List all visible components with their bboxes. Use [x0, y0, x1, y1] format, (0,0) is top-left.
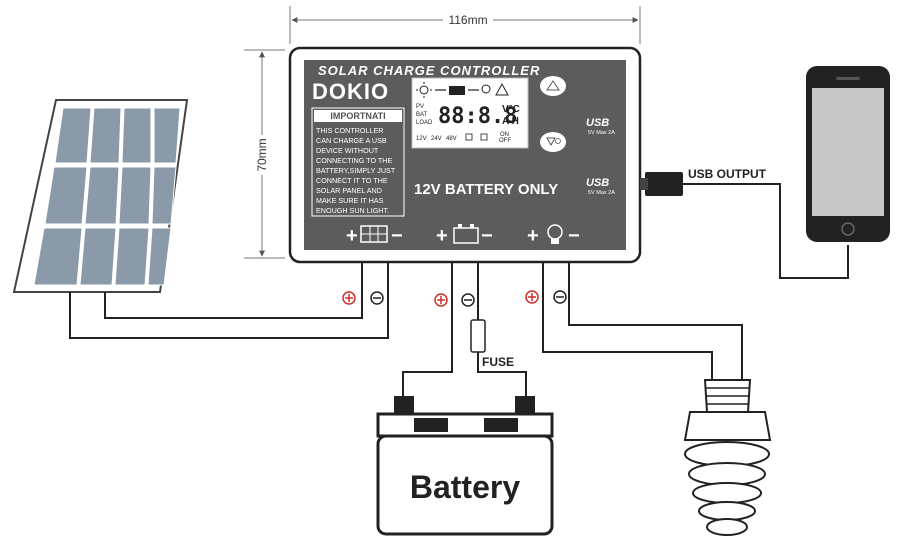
battery-negative-marker	[461, 293, 475, 307]
lcd-unit-bottom: A H	[502, 116, 519, 127]
warning-icon	[495, 82, 509, 96]
battery-only-notice: 12V BATTERY ONLY	[414, 181, 558, 198]
usb-rating: 5V Max 2A	[588, 190, 615, 196]
usb-port-1[interactable]: USB 5V Max 2A	[586, 117, 615, 136]
home-button-icon	[841, 222, 855, 236]
controller-title: SOLAR CHARGE CONTROLLER	[318, 63, 540, 78]
width-label: 116mm	[448, 13, 487, 27]
sun-icon	[416, 82, 432, 98]
usb-port-2[interactable]: USB 5V Max 2A	[586, 177, 615, 196]
notice-line: MAKE SURE IT HAS	[316, 196, 384, 205]
notice-title: IMPORTNATI	[330, 111, 385, 121]
select-button[interactable]	[540, 132, 566, 152]
notice-line: DEVICE WITHOUT	[316, 146, 379, 155]
notice-line: ENOUGH SUN LIGHT.	[316, 206, 389, 215]
usb-logo: USB	[586, 117, 609, 129]
solar-panel	[12, 99, 189, 293]
lcd-on-label: ON	[500, 132, 509, 138]
height-dimension: 70mm	[244, 49, 285, 259]
terminal-minus: −	[391, 225, 403, 247]
lcd-voltage-label: 48V	[446, 136, 457, 142]
terminal-plus: +	[527, 225, 539, 247]
timer-icon	[465, 133, 473, 141]
bulb-icon	[481, 84, 491, 94]
notice-box: IMPORTNATI THIS CONTROLLER CAN CHARGE A …	[311, 107, 405, 217]
usb-rating: 5V Max 2A	[588, 130, 615, 136]
solar-cells	[33, 107, 181, 286]
notice-line: CONNECTING TO THE	[316, 156, 392, 165]
smartphone	[806, 66, 890, 242]
load-positive-marker	[525, 290, 539, 304]
down-arrow-icon	[546, 137, 556, 147]
lcd-off-label: OFF	[499, 138, 511, 144]
timer-icon	[480, 133, 488, 141]
menu-button[interactable]	[540, 76, 566, 96]
terminal-minus: −	[481, 225, 493, 247]
cfl-light-bulb	[683, 379, 772, 536]
battery-icon	[449, 86, 465, 95]
menu-warning-icon	[546, 80, 560, 91]
width-dimension: 116mm	[289, 6, 641, 44]
solar-terminal: + −	[346, 225, 403, 247]
notice-line: THIS CONTROLLER	[316, 126, 384, 135]
lcd-row-label: PV	[416, 104, 424, 110]
battery-outline-icon	[453, 227, 479, 244]
load-negative-marker	[553, 290, 567, 304]
notice-line: CAN CHARGE A USB	[316, 136, 387, 145]
lcd-voltage-label: 12V	[416, 136, 427, 142]
battery-positive-marker	[434, 293, 448, 307]
battery-label: Battery	[410, 469, 520, 505]
charge-controller: SOLAR CHARGE CONTROLLER DOKIO IMPORTNATI…	[288, 46, 642, 264]
height-label: 70mm	[255, 138, 269, 171]
lcd-display: PV BAT LOAD 88:8.8 V°C A H 12V 24V 48V O…	[411, 77, 529, 149]
battery: Battery	[376, 396, 554, 536]
usb-plug	[640, 172, 683, 196]
solar-negative-marker	[370, 291, 384, 305]
notice-line: SOLAR PANEL AND	[316, 186, 382, 195]
terminal-plus: +	[346, 225, 358, 247]
battery-terminal: + −	[436, 224, 493, 247]
lcd-digits: 88:8.8	[438, 104, 517, 129]
solar-positive-marker	[342, 291, 356, 305]
bulb-small-icon	[555, 138, 561, 144]
usb-output-label: USB OUTPUT	[688, 167, 767, 181]
fuse-label: FUSE	[482, 355, 514, 369]
usb-logo: USB	[586, 177, 609, 189]
lcd-row-label: LOAD	[416, 120, 433, 126]
notice-line: BATTERY,SIMPLY JUST	[316, 166, 396, 175]
lcd-voltage-label: 24V	[431, 136, 442, 142]
lcd-row-label: BAT	[416, 112, 428, 118]
load-terminal: + −	[527, 224, 580, 247]
polarity-markers	[342, 290, 567, 307]
terminal-minus: −	[568, 225, 580, 247]
wires	[69, 183, 849, 398]
terminal-plus: +	[436, 225, 448, 247]
fuse: FUSE	[470, 319, 514, 369]
lcd-unit-top: V°C	[502, 104, 520, 115]
brand-logo: DOKIO	[312, 79, 389, 104]
notice-line: CONNECT IT TO THE	[316, 176, 388, 185]
